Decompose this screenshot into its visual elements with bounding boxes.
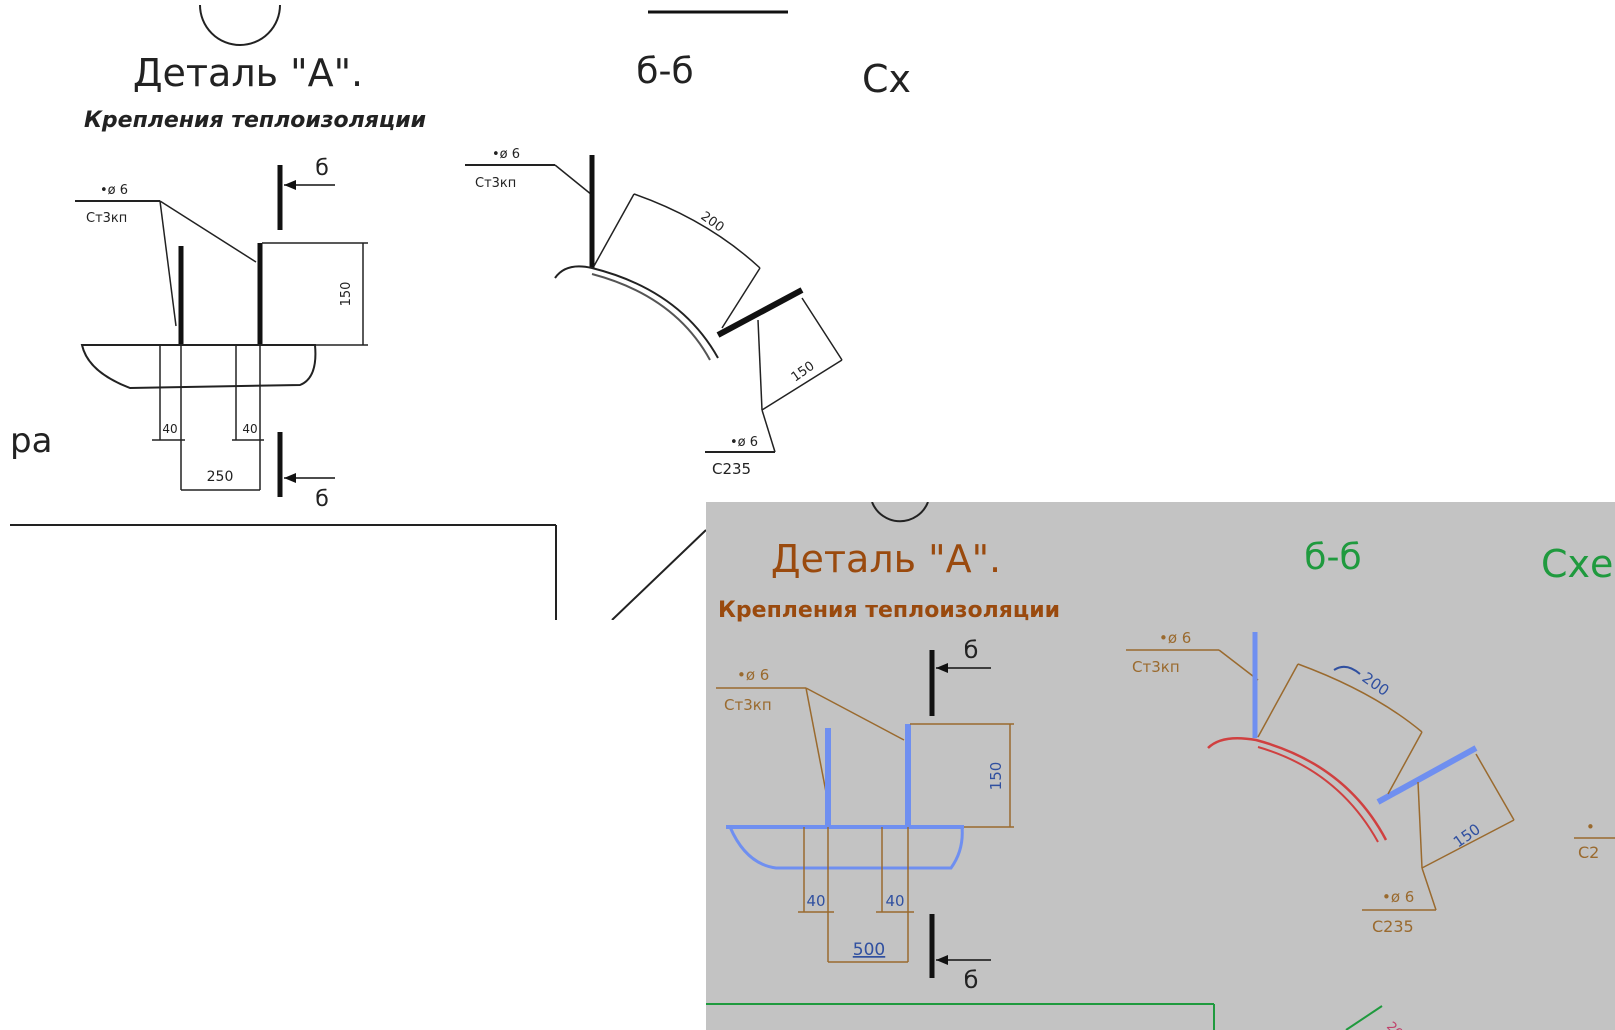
dim-height: 150 bbox=[339, 282, 354, 307]
dimension-line bbox=[1421, 819, 1515, 869]
dim-pitch-1: 40 bbox=[162, 422, 177, 436]
dimension-line bbox=[801, 297, 843, 361]
cut-arrow-head bbox=[284, 180, 296, 190]
right-label-partial-top: • bbox=[1586, 818, 1595, 836]
frame-line bbox=[1345, 1005, 1383, 1030]
bw-drawing-panel: Деталь "А". Крепления теплоизоляции б-б … bbox=[0, 0, 910, 620]
extension-line bbox=[757, 319, 763, 411]
cut-arrow-head bbox=[936, 663, 948, 673]
cut-letter: б bbox=[315, 487, 329, 512]
leader-line bbox=[1421, 867, 1437, 911]
leader-line bbox=[159, 200, 177, 327]
extension-line bbox=[721, 267, 761, 329]
callout-circle-partial bbox=[199, 4, 281, 46]
pin-label-bottom: Ст3кп bbox=[86, 211, 127, 226]
dim-pitch-1: 40 bbox=[806, 892, 825, 910]
pin-label-top: •ø 6 bbox=[737, 666, 769, 684]
dim-height: 150 bbox=[987, 762, 1005, 791]
pin-label-top: •ø 6 bbox=[492, 147, 520, 162]
detail-subtitle: Крепления теплоизоляции bbox=[718, 598, 1060, 623]
cut-letter: б bbox=[964, 966, 979, 994]
leader-line bbox=[554, 164, 593, 196]
leader-line bbox=[1218, 649, 1259, 681]
detail-title: Деталь "А". bbox=[133, 51, 363, 95]
pipe-wall bbox=[591, 273, 711, 361]
arc-dimension bbox=[633, 193, 761, 269]
detail-title: Деталь "А". bbox=[771, 537, 1001, 581]
pipe-wall bbox=[1207, 737, 1388, 841]
arc-symbol bbox=[1333, 665, 1361, 675]
leader-line bbox=[761, 409, 776, 453]
dim-pitch-2: 40 bbox=[242, 422, 257, 436]
section-title: б-б bbox=[636, 51, 693, 92]
pin-label-bottom: Ст3кп bbox=[1132, 658, 1180, 676]
pin2-label-bottom: С235 bbox=[1372, 917, 1414, 936]
schema-title-partial: Сх bbox=[862, 57, 910, 101]
dim-spacing: 500 bbox=[853, 940, 885, 960]
arc-label: 200 bbox=[1359, 669, 1393, 700]
pin2-label-bottom: С235 bbox=[712, 460, 751, 478]
callout-circle-partial bbox=[871, 502, 929, 523]
insulation-outline bbox=[728, 826, 964, 870]
frame-line bbox=[611, 529, 707, 620]
leader-line bbox=[159, 200, 257, 263]
right-label-partial-bottom: С2 bbox=[1578, 843, 1599, 862]
pipe-wall bbox=[554, 265, 719, 359]
extension-line bbox=[1387, 731, 1423, 795]
schema-title-partial: Схем bbox=[1541, 542, 1615, 586]
detail-subtitle: Крепления теплоизоляции bbox=[84, 108, 426, 133]
insulation-outline bbox=[80, 344, 317, 390]
pipe-wall bbox=[1257, 746, 1379, 843]
section-title: б-б bbox=[1304, 537, 1361, 578]
pin-label-top: •ø 6 bbox=[1159, 629, 1191, 647]
pin-label-bottom: Ст3кп bbox=[475, 176, 516, 191]
pin bbox=[716, 287, 804, 338]
cut-arrow-head bbox=[284, 473, 296, 483]
bw-drawing: Деталь "А". Крепления теплоизоляции б-б … bbox=[10, 4, 910, 620]
cut-letter: б bbox=[315, 156, 329, 181]
pin-label-bottom: Ст3кп bbox=[724, 696, 772, 714]
cut-letter: б bbox=[964, 636, 979, 664]
pin-label-top: •ø 6 bbox=[100, 183, 128, 198]
left-text-partial: ра bbox=[10, 421, 52, 461]
dim-pitch-2: 40 bbox=[885, 892, 904, 910]
corner-label-partial: 200 bbox=[1383, 1019, 1411, 1030]
dim-spacing: 250 bbox=[207, 469, 234, 485]
extension-line bbox=[593, 193, 635, 267]
pin bbox=[1376, 745, 1478, 805]
color-drawing-panel: Деталь "А". Крепления теплоизоляции б-б … bbox=[706, 502, 1615, 1030]
color-drawing: Деталь "А". Крепления теплоизоляции б-б … bbox=[706, 502, 1615, 1030]
dim-pin: 150 bbox=[789, 359, 818, 386]
pin2-label-top: •ø 6 bbox=[1382, 888, 1414, 906]
leader-line bbox=[805, 687, 827, 793]
arc-dimension bbox=[1297, 663, 1423, 733]
dim-pin: 150 bbox=[1450, 820, 1484, 851]
dimension-line bbox=[1475, 753, 1515, 821]
extension-line bbox=[1257, 663, 1299, 738]
dimension-line bbox=[761, 359, 843, 411]
cut-arrow-head bbox=[936, 955, 948, 965]
leader-line bbox=[805, 687, 905, 741]
pin2-label-top: •ø 6 bbox=[730, 435, 758, 450]
extension-line bbox=[1417, 781, 1423, 869]
